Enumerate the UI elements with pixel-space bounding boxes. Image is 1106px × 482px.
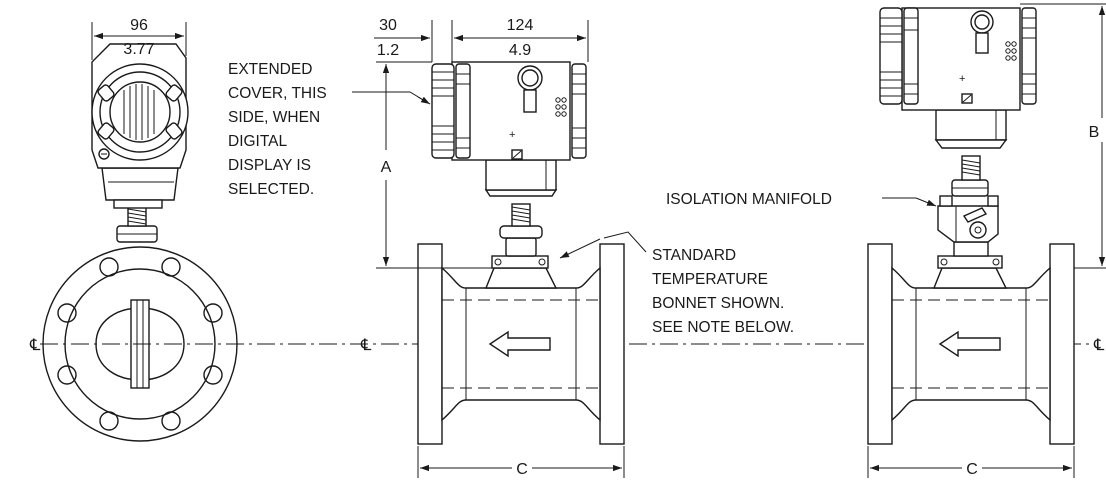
isolation-manifold-body [937, 195, 999, 257]
side-view-housing-body [451, 61, 571, 161]
standard-bonnet-line-3: BONNET SHOWN. [652, 295, 784, 312]
dimension-height-b: B [1020, 3, 1106, 269]
dimension-end-width: 96 3.77 [91, 17, 187, 60]
centerline-symbol-middle: ℄ [360, 337, 372, 354]
standard-bonnet-line-2: TEMPERATURE [652, 271, 768, 288]
isolation-manifold-label: ISOLATION MANIFOLD [666, 191, 832, 208]
end-width-mm: 96 [130, 17, 148, 34]
manifold-view: + [867, 7, 1075, 445]
dimension-face-to-face-left: C [417, 446, 625, 478]
dimension-height-a: A [376, 61, 492, 269]
bore-opening [95, 307, 185, 381]
extended-cover-mm: 30 [379, 17, 397, 34]
extended-cover [431, 63, 455, 159]
bonnet-flange [491, 255, 549, 269]
standard-bonnet-line-4: SEE NOTE BELOW. [652, 319, 794, 336]
standard-bonnet-line-1: STANDARD [652, 247, 736, 264]
right-view-extended-cover [879, 7, 903, 105]
dimension-extended-cover: 30 1.2 [374, 17, 433, 62]
centerline-symbol-left: ℄ [29, 337, 41, 354]
right-view-left-flange [867, 243, 893, 445]
left-flange [417, 243, 443, 445]
end-width-in: 3.77 [123, 41, 154, 58]
flow-direction-arrow [488, 330, 551, 358]
callout-isolation-manifold: ISOLATION MANIFOLD [666, 191, 937, 208]
extended-cover-leader [352, 91, 431, 105]
extended-cover-line-5: DISPLAY IS [228, 157, 311, 174]
side-view-terminal-dots [555, 97, 567, 117]
side-view-housing-neck [485, 159, 557, 191]
dimension-side-width: 124 4.9 [451, 17, 589, 62]
right-view-right-flange [1049, 243, 1075, 445]
side-view-back-cover [571, 63, 587, 159]
extended-cover-line-4: DIGITAL [228, 133, 288, 150]
bolt-holes [57, 257, 223, 431]
side-view-housing-marking: + [509, 129, 515, 141]
right-view-flow-arrow [938, 330, 1001, 358]
end-view [42, 43, 238, 442]
end-view-cover-texture [123, 84, 155, 140]
side-width-mm: 124 [507, 17, 534, 34]
end-view-cover-inner [99, 71, 181, 153]
end-view-housing-neck [101, 167, 179, 201]
standard-bonnet-leader [603, 231, 647, 253]
height-b-label: B [1089, 124, 1100, 141]
callout-standard-bonnet: STANDARD TEMPERATURE BONNET SHOWN. SEE N… [559, 231, 794, 336]
dimension-face-to-face-right: C [867, 446, 1075, 478]
callout-extended-cover: EXTENDED COVER, THIS SIDE, WHEN DIGITAL … [228, 61, 431, 198]
side-view-nut [505, 237, 537, 257]
standard-bonnet [484, 267, 558, 289]
face-to-face-left-label: C [516, 461, 528, 478]
height-a-label: A [381, 159, 392, 176]
extended-cover-line-6: SELECTED. [228, 181, 314, 198]
extended-cover-in: 1.2 [377, 42, 399, 59]
extended-cover-line-3: SIDE, WHEN [228, 109, 320, 126]
right-view-housing-body [901, 7, 1021, 111]
extended-cover-knurl [432, 71, 454, 151]
right-view-housing-marking: + [959, 73, 965, 85]
centerline-symbol-right: ℄ [1093, 337, 1105, 354]
extended-cover-line-2: COVER, THIS [228, 85, 327, 102]
right-flange [599, 243, 625, 445]
side-view: + [417, 61, 625, 445]
face-to-face-right-label: C [966, 461, 978, 478]
extended-cover-line-1: EXTENDED [228, 61, 312, 78]
end-view-cover-ring [91, 63, 189, 161]
end-view-neck-collar [113, 199, 163, 209]
side-width-in: 4.9 [509, 42, 531, 59]
right-view-housing-neck [935, 109, 1007, 141]
